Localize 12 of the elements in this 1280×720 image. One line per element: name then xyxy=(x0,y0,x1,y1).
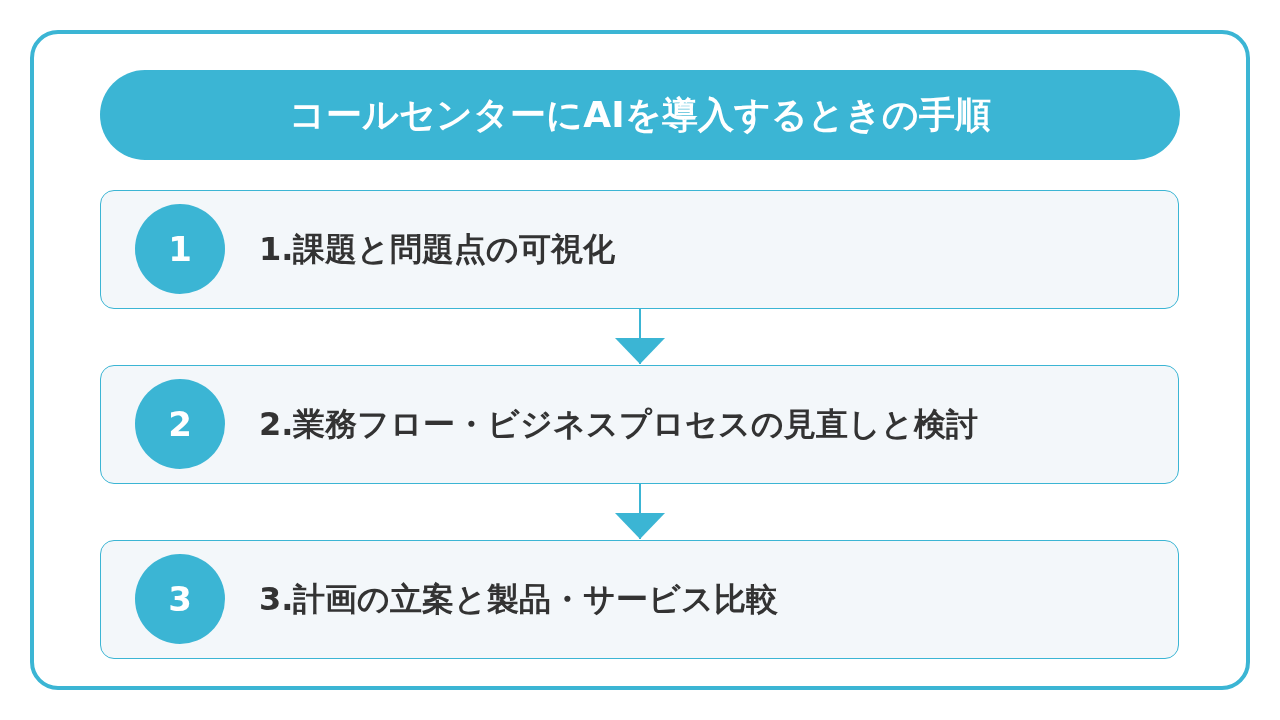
step-number: 3 xyxy=(135,554,225,644)
step-number: 2 xyxy=(135,379,225,469)
step-box xyxy=(100,190,1179,309)
down-arrow xyxy=(615,483,665,540)
step-label: 1.課題と問題点の可視化 xyxy=(259,228,616,270)
step-label: 2.業務フロー・ビジネスプロセスの見直しと検討 xyxy=(259,403,979,445)
step-number: 1 xyxy=(135,204,225,294)
step-label: 3.計画の立案と製品・サービス比較 xyxy=(259,578,779,620)
down-arrow xyxy=(615,308,665,365)
step-box xyxy=(100,365,1179,484)
title-banner: コールセンターにAIを導入するときの手順 xyxy=(100,70,1180,160)
step-box xyxy=(100,540,1179,659)
